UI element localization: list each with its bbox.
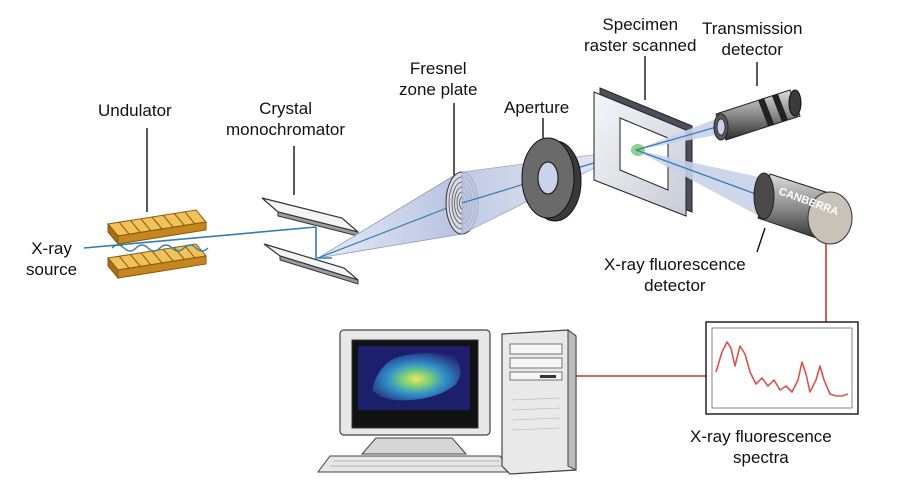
label-transmission-detector: Transmission detector: [702, 18, 802, 60]
label-source-line2: source: [26, 260, 78, 279]
computer-tower: [501, 329, 577, 475]
computer-monitor: [317, 329, 513, 473]
label-aperture-text: Aperture: [504, 98, 570, 117]
label-xrf-spectra-line1: X-ray fluorescence: [690, 427, 832, 446]
label-undulator-text: Undulator: [98, 101, 172, 120]
crystal-monochromator: [261, 197, 359, 285]
label-fresnel-line1: Fresnel: [409, 59, 467, 78]
label-xrf-spectra: X-ray fluorescence spectra: [690, 426, 832, 468]
undulator: [107, 209, 209, 280]
label-xrf-detector-line1: X-ray fluorescence: [604, 255, 746, 274]
label-fresnel-zone-plate: Fresnel zone plate: [399, 58, 477, 100]
label-crystal-line1: Crystal: [259, 99, 312, 118]
specimen-frame: [593, 87, 693, 217]
label-source-line1: X-ray: [31, 239, 72, 258]
label-xrf-detector-line2: detector: [644, 276, 706, 295]
label-transmission-line1: Transmission: [702, 19, 803, 38]
aperture: [521, 137, 582, 222]
label-xray-source: X-ray source: [26, 238, 77, 280]
xrf-detector: [753, 172, 853, 245]
label-crystal-line2: monochromator: [226, 120, 346, 139]
label-specimen-line2: raster scanned: [584, 36, 697, 55]
label-undulator: Undulator: [98, 100, 172, 121]
label-specimen: Specimen raster scanned: [584, 14, 696, 56]
label-xrf-detector: X-ray fluorescence detector: [604, 254, 746, 296]
label-aperture: Aperture: [504, 97, 569, 118]
transmission-beam: [636, 118, 722, 150]
transmission-detector: [713, 89, 802, 141]
leader-lines: [146, 56, 766, 253]
label-crystal-monochromator: Crystal monochromator: [226, 98, 345, 140]
label-transmission-line2: detector: [721, 40, 783, 59]
spectra-display: [705, 321, 859, 415]
fluorescence-beam: [636, 150, 772, 222]
label-xrf-spectra-line2: spectra: [732, 448, 789, 467]
beam-cone-1: [317, 171, 463, 259]
xray-beam-in: [83, 226, 317, 249]
signal-wires: [575, 244, 827, 377]
label-fresnel-line2: zone plate: [399, 80, 478, 99]
label-specimen-line1: Specimen: [602, 15, 679, 34]
